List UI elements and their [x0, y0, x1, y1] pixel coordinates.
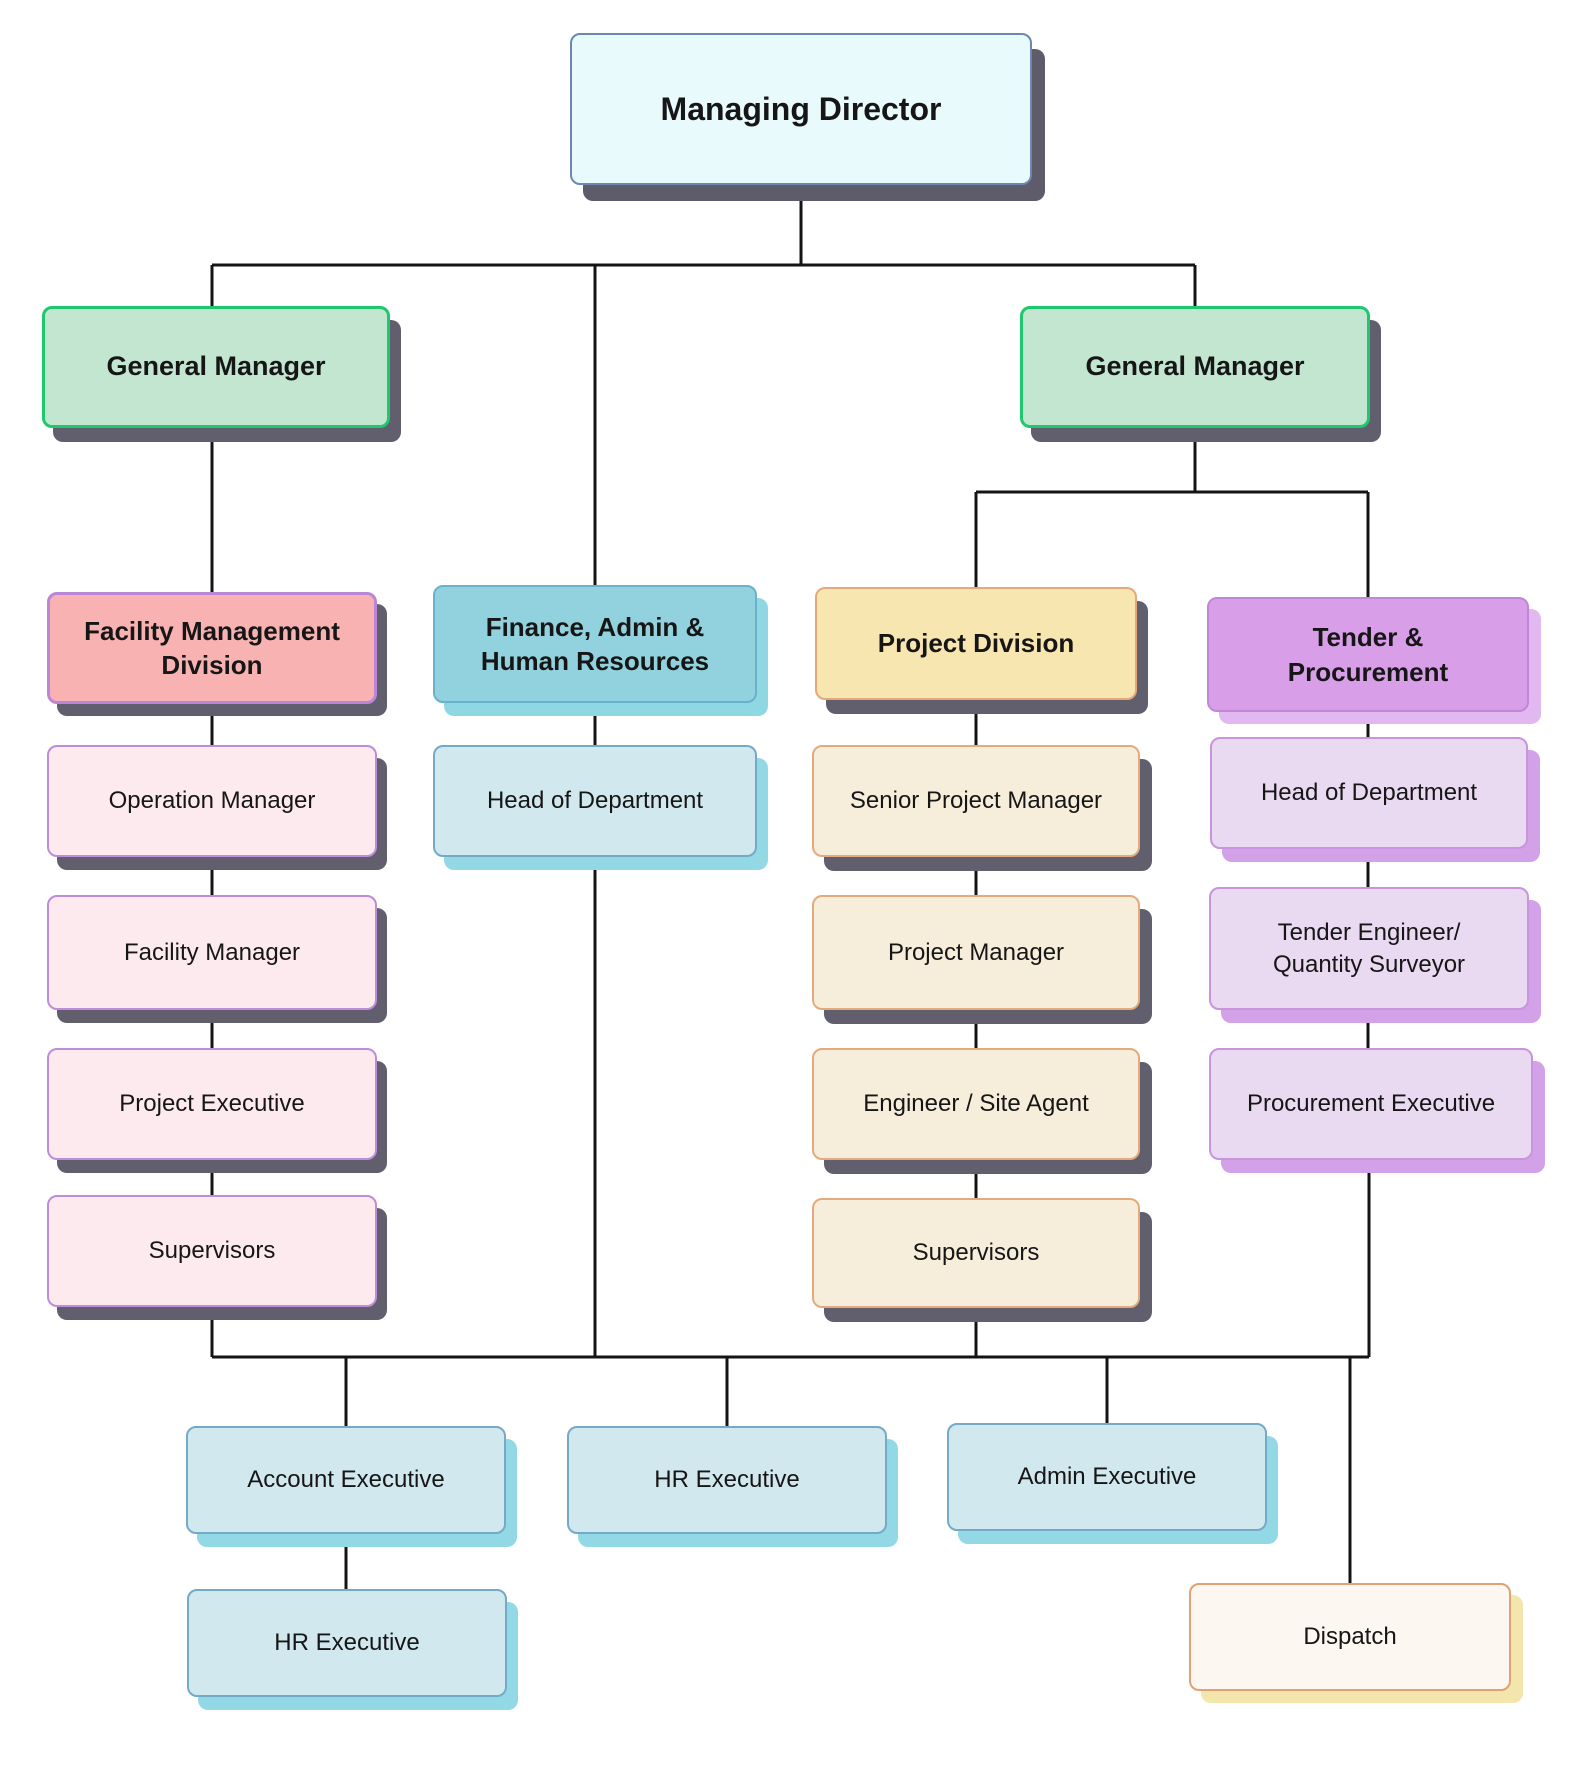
node-label: Senior Project Manager [849, 787, 1103, 815]
org-node-hr-executive-1: HR Executive [567, 1426, 887, 1534]
org-node-facility-manager: Facility Manager [47, 895, 377, 1010]
org-node-facility-management-division: Facility Management Division [47, 592, 377, 704]
node-label: Operation Manager [108, 787, 316, 815]
node-label: Head of Department [486, 787, 704, 815]
node-label: Tender Engineer/ Quantity Surveyor [1272, 918, 1466, 978]
node-label: Facility Management Division [84, 615, 340, 680]
node-label: Admin Executive [1017, 1463, 1197, 1491]
org-node-supervisors-fmd: Supervisors [47, 1195, 377, 1307]
node-label: Project Manager [887, 938, 1065, 966]
org-node-supervisors-project: Supervisors [812, 1198, 1140, 1308]
node-label: Project Division [877, 628, 1075, 659]
connector-top-tree [210, 185, 1370, 597]
org-node-senior-project-manager: Senior Project Manager [812, 745, 1140, 857]
node-label: HR Executive [654, 1466, 800, 1494]
node-label: Tender & Procurement [1287, 622, 1449, 687]
org-node-general-manager-right: General Manager [1020, 306, 1370, 428]
node-label: Head of Department [1260, 779, 1478, 807]
node-label: General Manager [106, 351, 326, 382]
node-label: Procurement Executive [1246, 1090, 1496, 1118]
node-label: HR Executive [274, 1629, 420, 1657]
org-node-engineer-site-agent: Engineer / Site Agent [812, 1048, 1140, 1160]
org-node-managing-director: Managing Director [570, 33, 1032, 185]
org-node-tender-engineer-quantity-surveyor: Tender Engineer/ Quantity Surveyor [1209, 887, 1529, 1010]
node-label: General Manager [1085, 351, 1305, 382]
connector-column-links [210, 700, 1371, 1357]
org-node-procurement-executive: Procurement Executive [1209, 1048, 1533, 1160]
org-node-tender-procurement: Tender & Procurement [1207, 597, 1529, 712]
org-node-operation-manager: Operation Manager [47, 745, 377, 857]
node-label: Supervisors [912, 1239, 1040, 1267]
org-node-head-of-department-finance: Head of Department [433, 745, 757, 857]
org-node-admin-executive: Admin Executive [947, 1423, 1267, 1531]
org-node-finance-admin-hr: Finance, Admin & Human Resources [433, 585, 757, 703]
node-label: Managing Director [660, 90, 942, 127]
org-node-account-executive: Account Executive [186, 1426, 506, 1534]
org-node-general-manager-left: General Manager [42, 306, 390, 428]
org-node-dispatch: Dispatch [1189, 1583, 1511, 1691]
connector-bottom-rail [212, 1355, 1369, 1589]
node-label: Account Executive [247, 1466, 445, 1494]
org-node-project-manager: Project Manager [812, 895, 1140, 1010]
org-node-hr-executive-2: HR Executive [187, 1589, 507, 1697]
org-node-head-of-department-tender: Head of Department [1210, 737, 1528, 849]
node-label: Facility Manager [123, 938, 301, 966]
node-label: Engineer / Site Agent [863, 1090, 1089, 1118]
node-label: Supervisors [148, 1237, 276, 1265]
org-node-project-division: Project Division [815, 587, 1137, 700]
node-label: Finance, Admin & Human Resources [480, 611, 710, 676]
org-node-project-executive: Project Executive [47, 1048, 377, 1160]
node-label: Project Executive [119, 1090, 305, 1118]
node-label: Dispatch [1303, 1623, 1397, 1651]
